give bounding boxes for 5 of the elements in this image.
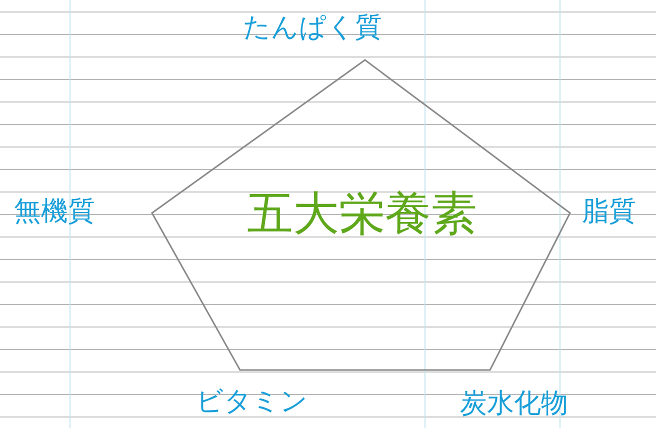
vertex-label: たんぱく質 — [243, 14, 382, 41]
vertex-label: 炭水化物 — [460, 390, 568, 417]
vertex-label: 無機質 — [14, 198, 95, 225]
center-heading: 五大栄養素 — [247, 190, 477, 236]
vertex-label: ビタミン — [196, 388, 308, 415]
